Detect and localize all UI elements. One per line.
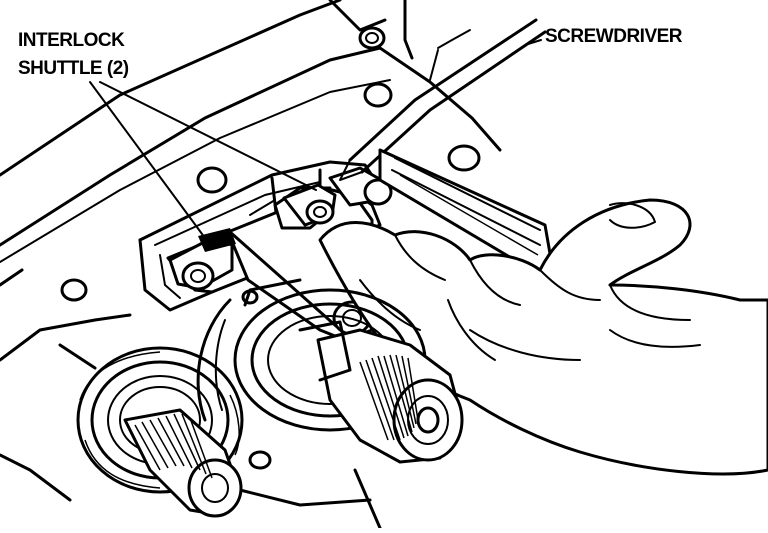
- interlock-bracket: [138, 160, 377, 312]
- hand: [318, 198, 768, 476]
- interlock-shuttle-left: [168, 228, 236, 291]
- output-shaft-right: [233, 288, 464, 464]
- leader-lines: [89, 39, 542, 239]
- screwdriver-label: SCREWDRIVER: [545, 26, 683, 47]
- screwdriver: [339, 18, 554, 277]
- output-shaft-left: [76, 346, 244, 518]
- interlock-shuttle-label-line1: INTERLOCK: [18, 30, 125, 51]
- case-flange: [196, 278, 302, 422]
- interlock-shuttle-label-line2: SHUTTLE (2): [18, 58, 129, 79]
- case-bolt-holes: [60, 26, 481, 470]
- transmission-case: [0, 0, 502, 530]
